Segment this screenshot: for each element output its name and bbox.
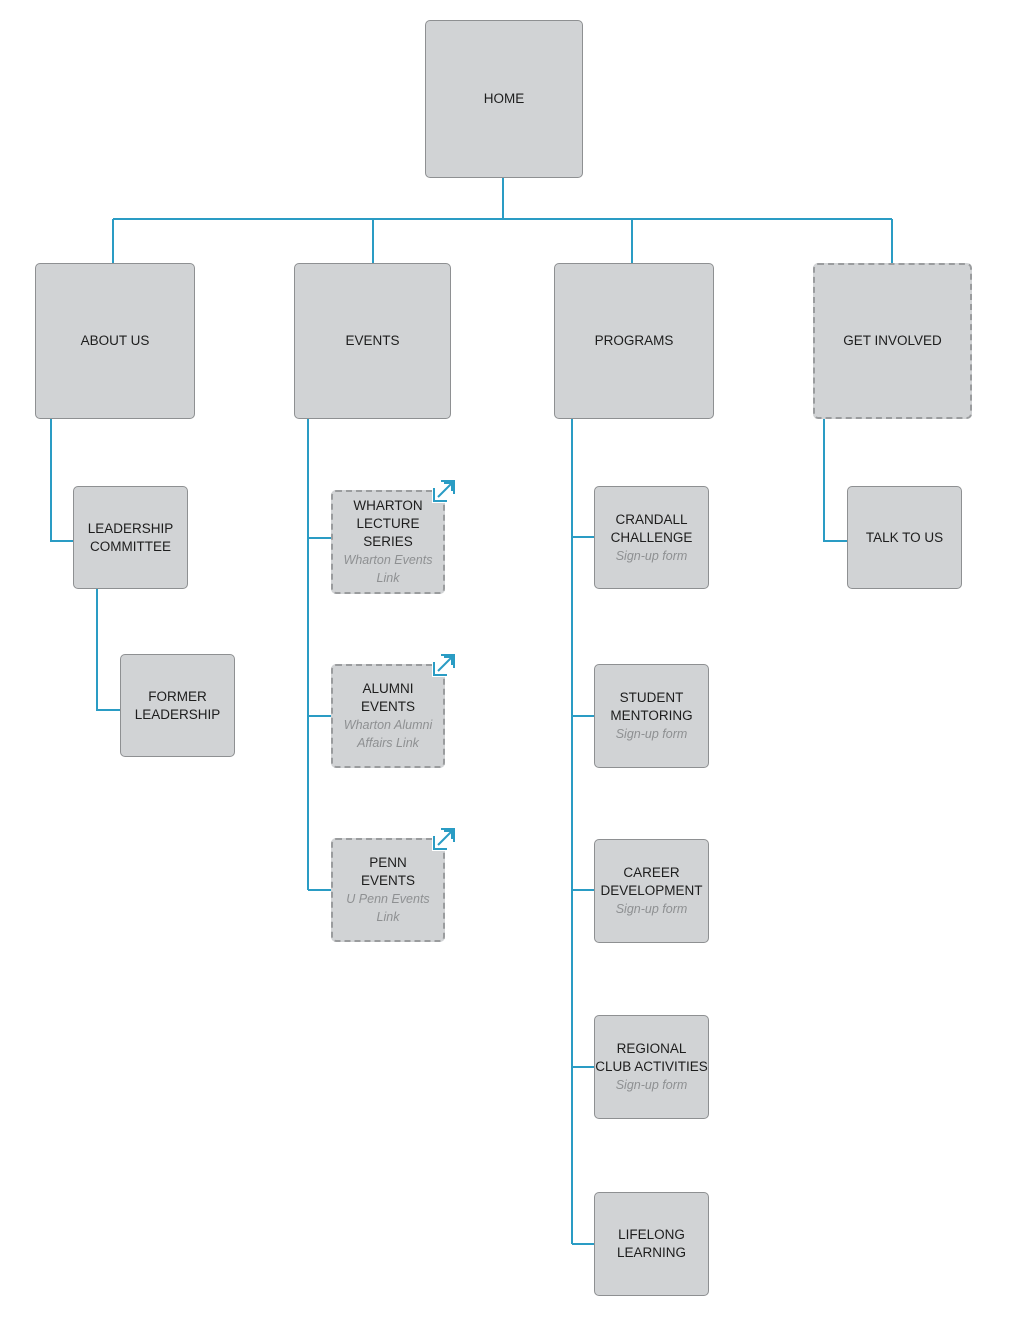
node-get-involved-label: GET INVOLVED	[843, 333, 942, 348]
node-career-development-label: CAREER DEVELOPMENT	[600, 865, 703, 898]
node-talk-to-us: TALK TO US	[847, 486, 962, 589]
node-get-involved: GET INVOLVED	[813, 263, 972, 419]
node-home: HOME	[425, 20, 583, 178]
connector-leadership	[50, 419, 73, 542]
node-crandall-challenge-label: CRANDALL CHALLENGE	[610, 511, 693, 545]
node-former-leadership-label: FORMER LEADERSHIP	[134, 688, 221, 722]
node-regional-club-activities-sub: Sign-up form	[615, 1078, 688, 1092]
node-programs: PROGRAMS	[554, 263, 714, 419]
node-leadership-committee: LEADERSHIP COMMITTEE	[73, 486, 188, 589]
external-link-icon[interactable]	[432, 653, 456, 677]
node-crandall-challenge: CRANDALL CHALLENGE Sign-up form	[594, 486, 709, 589]
connector-talk	[823, 419, 847, 542]
external-link-icon[interactable]	[432, 479, 456, 503]
node-leadership-committee-label: LEADERSHIP COMMITTEE	[87, 520, 174, 554]
connector-former	[96, 589, 120, 711]
node-student-mentoring-label: STUDENT MENTORING	[610, 690, 693, 723]
node-events: EVENTS	[294, 263, 451, 419]
node-talk-to-us-label: TALK TO US	[865, 529, 944, 545]
node-events-label: EVENTS	[345, 333, 400, 348]
external-link-icon[interactable]	[432, 827, 456, 851]
node-former-leadership: FORMER LEADERSHIP	[120, 654, 235, 757]
node-about-us: ABOUT US	[35, 263, 195, 419]
node-lifelong-learning: LIFELONG LEARNING	[594, 1192, 709, 1296]
node-lifelong-learning-label: LIFELONG LEARNING	[616, 1227, 687, 1260]
node-wharton-lecture-series[interactable]: WHARTON LECTURE SERIES Wharton Events Li…	[331, 490, 445, 594]
node-home-label: HOME	[483, 91, 525, 106]
node-penn-events-label: PENN EVENTS	[360, 855, 415, 888]
node-regional-club-activities: REGIONAL CLUB ACTIVITIES Sign-up form	[594, 1015, 709, 1119]
node-about-us-label: ABOUT US	[80, 333, 150, 348]
node-career-development: CAREER DEVELOPMENT Sign-up form	[594, 839, 709, 943]
node-student-mentoring-sub: Sign-up form	[615, 727, 688, 741]
node-wharton-lecture-series-label: WHARTON LECTURE SERIES	[353, 498, 423, 549]
node-alumni-events[interactable]: ALUMNI EVENTS Wharton Alumni Affairs Lin…	[331, 664, 445, 768]
node-penn-events[interactable]: PENN EVENTS U Penn Events Link	[331, 838, 445, 942]
node-programs-label: PROGRAMS	[594, 333, 674, 348]
node-penn-events-link[interactable]: U Penn Events Link	[346, 892, 430, 924]
node-alumni-events-label: ALUMNI EVENTS	[360, 681, 415, 714]
node-crandall-challenge-sub: Sign-up form	[615, 548, 688, 563]
node-student-mentoring: STUDENT MENTORING Sign-up form	[594, 664, 709, 768]
node-wharton-lecture-series-link[interactable]: Wharton Events Link	[343, 553, 433, 585]
node-regional-club-activities-label: REGIONAL CLUB ACTIVITIES	[595, 1041, 708, 1074]
node-career-development-sub: Sign-up form	[615, 902, 688, 916]
node-alumni-events-link[interactable]: Wharton Alumni Affairs Link	[343, 718, 433, 750]
